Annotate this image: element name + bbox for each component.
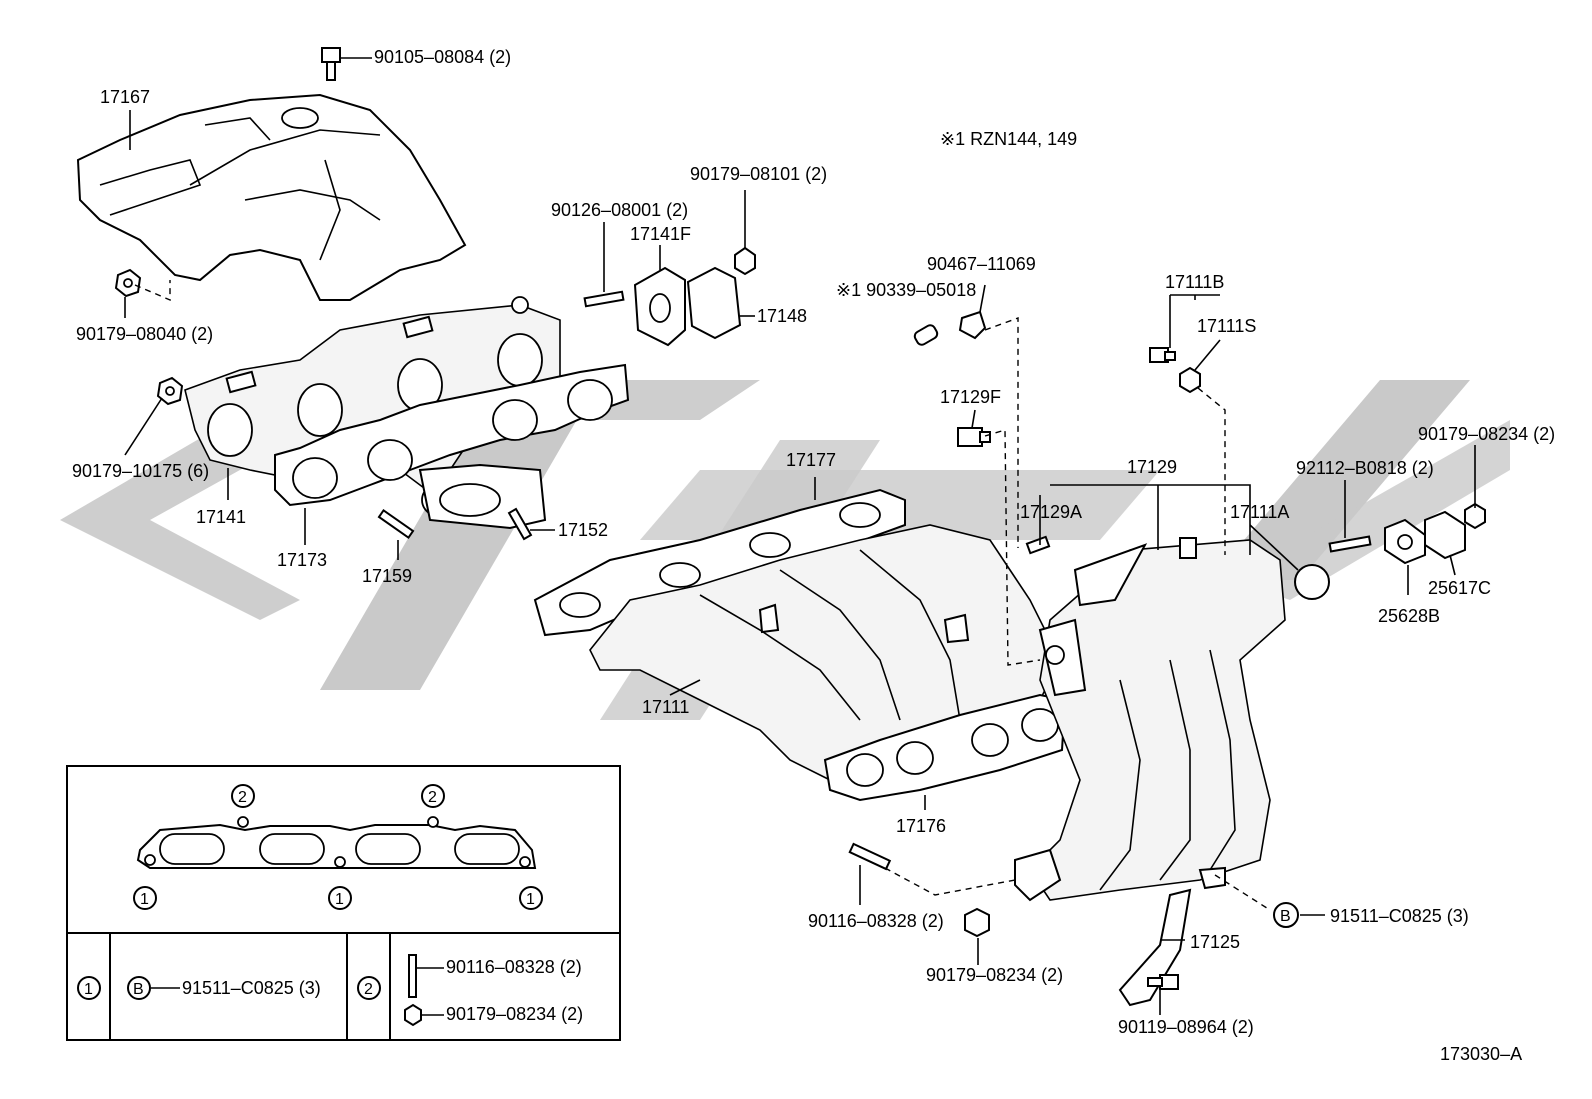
intake-manifold-17111 [533,488,1061,781]
label-91511-C0825: 91511–C0825 (3) [1330,906,1469,926]
svg-text:2: 2 [364,981,373,998]
label-90126-08001: 90126–08001 (2) [551,200,688,220]
legend-fastener-b: 91511–C0825 (3) [182,978,321,998]
legend-stud: 90116–08328 (2) [446,957,582,977]
label-25617C: 25617C [1428,578,1491,598]
label-17159: 17159 [362,566,412,586]
note-rzn: ※1 RZN144, 149 [940,129,1077,149]
label-17141: 17141 [196,507,246,527]
hardware [114,47,1486,1007]
label-17129: 17129 [1127,457,1177,477]
label-17173: 17173 [277,550,327,570]
leader-lines [124,57,1476,1015]
svg-text:2: 2 [428,789,437,806]
label-90467-11069: 90467–11069 [927,254,1036,274]
callout-b: B [1273,902,1299,928]
label-90116-08328: 90116–08328 (2) [808,911,944,931]
svg-text:2: 2 [238,789,247,806]
label-90339-05018: ※1 90339–05018 [836,280,976,300]
label-17152: 17152 [558,520,608,540]
svg-text:B: B [133,981,144,998]
heat-shield-17167 [76,93,467,301]
inset-box: 2 2 1 1 1 1 B 91511–C0825 (3) 2 90116–08… [66,765,621,1041]
label-17111B: 17111B [1165,272,1224,292]
svg-text:1: 1 [335,891,344,908]
label-90119-08964: 90119–08964 (2) [1118,1017,1254,1037]
svg-text:1: 1 [526,891,535,908]
label-90179-08234-bottom: 90179–08234 (2) [926,965,1063,985]
diagram-id: 173030–A [1440,1044,1522,1064]
label-17111S: 17111S [1197,316,1256,336]
label-92112-B0818: 92112–B0818 (2) [1296,458,1434,478]
exhaust-manifold-17141 [184,296,561,502]
label-90179-08101: 90179–08101 (2) [690,164,827,184]
intake-plenum-17129 [1014,537,1330,902]
label-17129A: 17129A [1020,502,1082,522]
label-17141F: 17141F [630,224,691,244]
label-17129F: 17129F [940,387,1001,407]
label-17176: 17176 [896,816,946,836]
label-17125: 17125 [1190,932,1240,952]
label-17148: 17148 [757,306,807,326]
svg-text:1: 1 [84,981,93,998]
legend-nut: 90179–08234 (2) [446,1004,583,1024]
label-90179-08234-top: 90179–08234 (2) [1418,424,1555,444]
svg-text:B: B [1280,908,1291,925]
label-90179-08040: 90179–08040 (2) [76,324,213,344]
label-17111: 17111 [642,697,689,717]
label-90179-10175: 90179–10175 (6) [72,461,209,481]
label-90105-08084: 90105–08084 (2) [374,47,511,67]
part-labels: 90105–08084 (2) 17167 90179–08040 (2) 90… [72,47,1555,1037]
gasket-17176 [823,693,1067,802]
label-17111A: 17111A [1230,502,1289,522]
label-17167: 17167 [100,87,150,107]
svg-text:1: 1 [140,891,149,908]
label-17177: 17177 [786,450,836,470]
label-25628B: 25628B [1378,606,1440,626]
